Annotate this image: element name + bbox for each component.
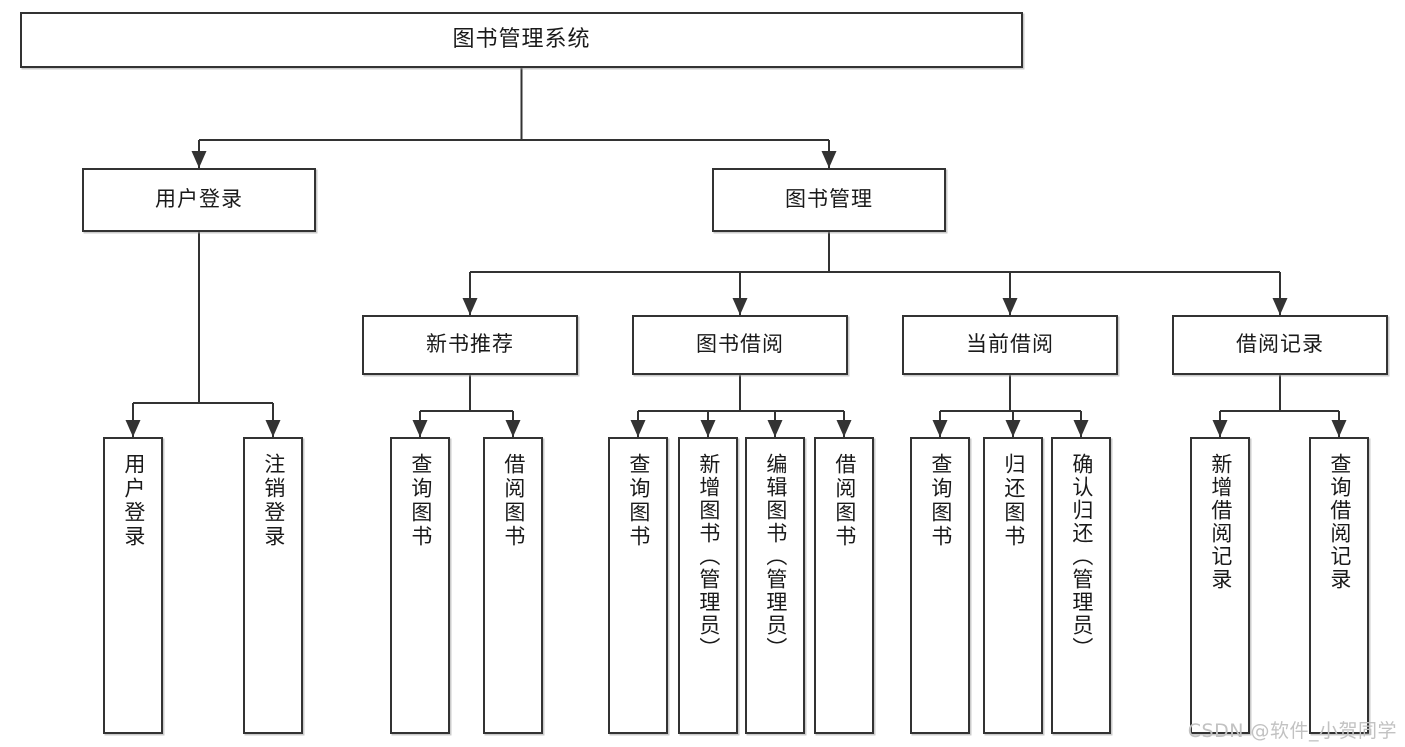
node-label: 查询借阅记录 (1327, 453, 1352, 591)
node-label: 注销登录 (261, 453, 286, 549)
node-l-bbook2[interactable]: 借阅图书 (814, 437, 874, 734)
node-l-qrec[interactable]: 查询借阅记录 (1309, 437, 1369, 734)
node-label: 当前借阅 (966, 332, 1054, 357)
node-l-logout[interactable]: 注销登录 (243, 437, 303, 734)
node-login[interactable]: 用户登录 (82, 168, 316, 232)
node-label: 图书管理 (785, 187, 873, 212)
node-label: 确认归还（管理员） (1069, 453, 1094, 660)
node-l-confirm[interactable]: 确认归还（管理员） (1051, 437, 1111, 734)
node-label: 借阅记录 (1236, 332, 1324, 357)
node-bookmgmt[interactable]: 图书管理 (712, 168, 946, 232)
node-l-return[interactable]: 归还图书 (983, 437, 1043, 734)
node-label: 新增图书（管理员） (696, 453, 721, 660)
node-l-login[interactable]: 用户登录 (103, 437, 163, 734)
node-label: 用户登录 (155, 187, 243, 212)
node-l-qbook2[interactable]: 查询图书 (608, 437, 668, 734)
node-l-qbook3[interactable]: 查询图书 (910, 437, 970, 734)
node-label: 编辑图书（管理员） (763, 453, 788, 660)
node-root[interactable]: 图书管理系统 (20, 12, 1023, 68)
node-records[interactable]: 借阅记录 (1172, 315, 1388, 375)
node-label: 图书管理系统 (452, 26, 591, 52)
node-l-addrec[interactable]: 新增借阅记录 (1190, 437, 1250, 734)
node-borrow[interactable]: 图书借阅 (632, 315, 848, 375)
node-label: 查询图书 (626, 453, 651, 549)
node-label: 用户登录 (121, 453, 146, 549)
node-label: 借阅图书 (832, 453, 857, 549)
node-l-qbook1[interactable]: 查询图书 (390, 437, 450, 734)
node-l-addbook[interactable]: 新增图书（管理员） (678, 437, 738, 734)
node-l-bbook1[interactable]: 借阅图书 (483, 437, 543, 734)
node-newbook[interactable]: 新书推荐 (362, 315, 578, 375)
node-l-editbook[interactable]: 编辑图书（管理员） (745, 437, 805, 734)
node-label: 归还图书 (1001, 453, 1026, 549)
node-label: 查询图书 (928, 453, 953, 549)
node-label: 借阅图书 (501, 453, 526, 549)
node-label: 新书推荐 (426, 332, 514, 357)
node-label: 新增借阅记录 (1208, 453, 1233, 591)
node-label: 查询图书 (408, 453, 433, 549)
node-current[interactable]: 当前借阅 (902, 315, 1118, 375)
node-label: 图书借阅 (696, 332, 784, 357)
